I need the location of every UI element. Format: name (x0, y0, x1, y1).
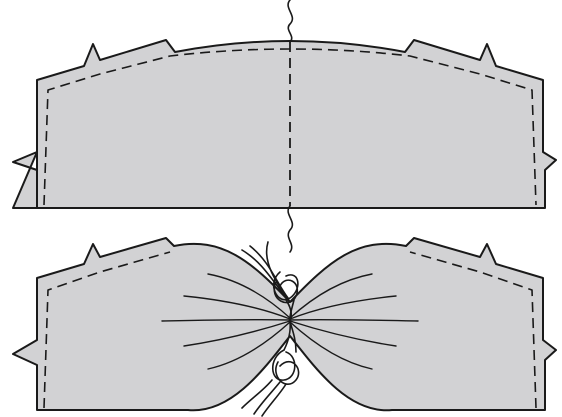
gather-line (183, 320, 291, 347)
gathered-panel-seam-allowance-right (409, 251, 537, 409)
flat-panel-outline (12, 39, 557, 209)
tied-thread-knot-icon (241, 241, 299, 319)
gathered-panel-seam-allowance-left (43, 251, 171, 409)
gather-lines-right (289, 273, 419, 370)
flat-panel (12, 0, 557, 253)
gather-line (207, 321, 291, 370)
thread-strand (289, 299, 295, 319)
thread-strand (289, 321, 297, 353)
thread-strand (261, 383, 287, 417)
gather-line (289, 318, 419, 322)
gather-line (183, 295, 291, 320)
thread-strand (285, 299, 293, 319)
gather-lines-left (161, 273, 291, 370)
gather-line (289, 321, 373, 370)
thread-tail-icon (287, 0, 294, 43)
thread-loop (273, 279, 299, 304)
gather-line (289, 320, 397, 347)
gather-line (207, 273, 291, 319)
gathered-panel (12, 237, 557, 417)
thread-loop (271, 349, 296, 381)
thread-strand (253, 381, 281, 415)
gather-line (289, 273, 373, 319)
thread-loop (273, 271, 299, 301)
thread-tail-icon (287, 205, 294, 253)
thread-loop (275, 360, 300, 385)
tied-thread-knot-icon (241, 321, 300, 417)
thread-strand (241, 379, 273, 409)
gather-line (161, 318, 291, 322)
gathered-panel-outline (12, 237, 557, 412)
flat-panel-seam-allowance (43, 48, 537, 206)
thread-strand (265, 241, 291, 303)
gather-line (289, 295, 397, 320)
thread-strand (241, 249, 286, 297)
